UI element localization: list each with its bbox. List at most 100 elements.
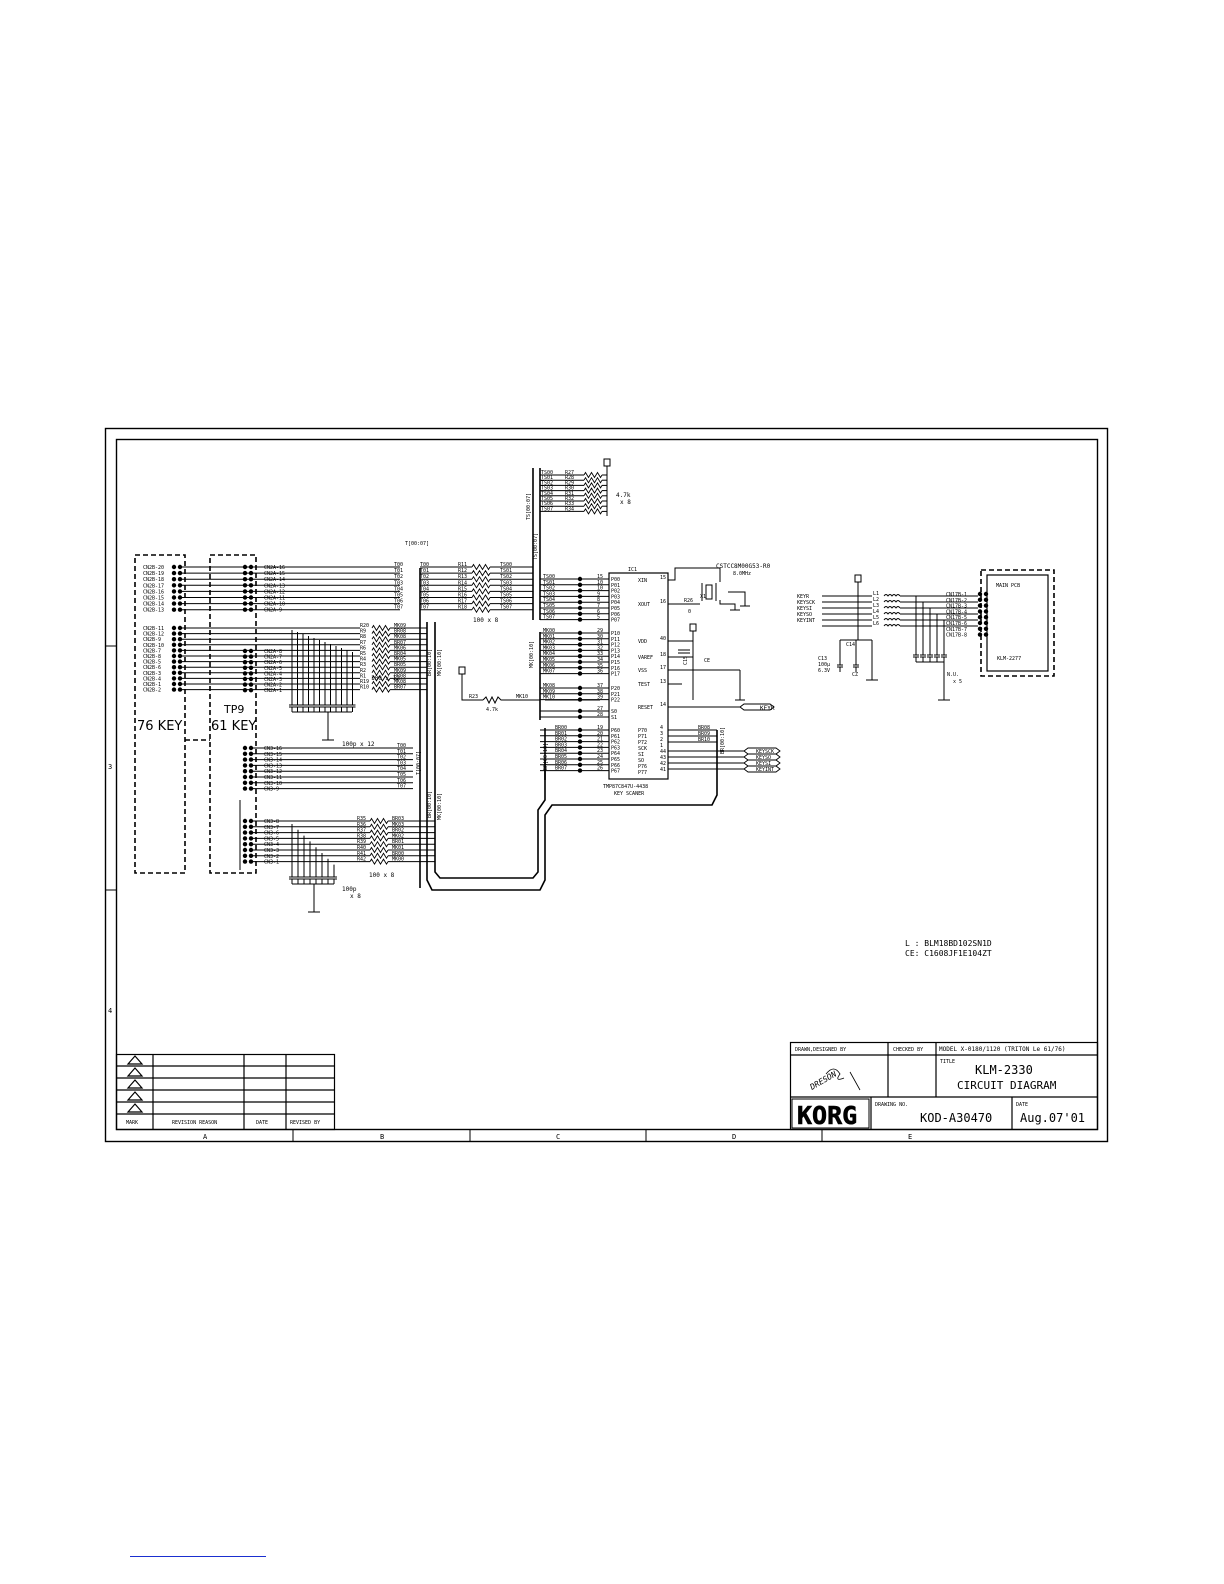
c13-val: 100μ	[818, 662, 830, 668]
cn17b-pin-label: CN17B-3	[946, 604, 967, 610]
ic1-pin-number: 31	[597, 640, 603, 646]
keyboard-76-label: 76 KEY	[137, 719, 182, 734]
model-text: MODEL X-0180/1120 (TRITON Le 61/76)	[939, 1046, 1065, 1053]
ic1-pin-name: P04	[611, 600, 620, 606]
mk-resistor-ref: R2	[360, 668, 366, 674]
t-net-label: T00	[420, 562, 429, 568]
cn3-pin-dot	[242, 830, 248, 835]
ic1-pin-name: P06	[611, 612, 620, 618]
keyr-ic-net: KEYR	[760, 705, 775, 712]
mk-resistor	[371, 669, 391, 677]
tp9-label: TP9	[223, 703, 244, 716]
cn2b-pin-dot	[171, 637, 177, 642]
ic1-name: KEY SCANER	[614, 791, 645, 797]
t-resistor	[471, 588, 491, 595]
cn3-pin-label: CN3-7	[264, 825, 279, 831]
mk-resistor-ref: R3	[360, 662, 366, 668]
mk-resistor-ref: R6	[360, 645, 366, 651]
nu-mult: x 5	[953, 679, 962, 685]
mk-resistor	[371, 658, 391, 665]
cn3-t-label: T01	[397, 749, 406, 755]
ic1-left-dot	[577, 751, 583, 756]
cn2b-pin-label: CN2B-7	[143, 648, 161, 654]
ic1-left-dot	[577, 654, 583, 659]
ic1-pin-name: RESET	[638, 705, 653, 711]
main-pcb-inner	[986, 574, 1049, 672]
cn2b-pin-label: CN2B-16	[143, 589, 164, 595]
ic1-left-dot	[577, 588, 583, 593]
ic1-pin-number: 20	[597, 731, 603, 737]
cn3-pin-label: CN3-13	[264, 763, 282, 769]
cn2a-pin-dot	[242, 648, 248, 654]
mk-resistor	[371, 686, 391, 693]
pullup-resistor	[583, 482, 603, 489]
ic1-left-dot	[577, 611, 583, 616]
ic1-left-dot	[577, 605, 583, 611]
cn3-pin-dot	[242, 818, 248, 824]
ic1-pin-number: 26	[597, 766, 603, 772]
ic1-left-dot	[577, 659, 583, 665]
cn2a-pin-dot	[242, 564, 248, 570]
t-net-label: T02	[394, 574, 403, 580]
ts-net-label: TS03	[500, 580, 512, 586]
ic1-pin-number: 16	[660, 599, 666, 605]
mk-net-label: BR08	[394, 673, 406, 679]
cn3-pin-label: CN3-12	[264, 769, 282, 775]
pullup-value: 4.7k	[616, 492, 631, 499]
ic1-pin-number: 24	[597, 754, 603, 760]
mk-net-label: MK08	[394, 634, 406, 640]
ic1-pin-number: 21	[597, 737, 603, 743]
ic1-pin-name: P07	[611, 618, 620, 624]
t-resistor-ref: R18	[458, 605, 467, 611]
cn2a-pin-dot	[242, 607, 248, 612]
t-resistor-ref: R13	[458, 574, 467, 580]
checked-label: CHECKED BY	[893, 1047, 923, 1053]
low-resistor	[369, 817, 389, 825]
resonator-part: CSTCC8M00G53-R0	[716, 563, 771, 570]
ic1-left-dot	[577, 642, 583, 647]
t-resistor	[471, 600, 491, 607]
ic1-br-net: BR06	[555, 760, 567, 766]
cn2a-pin-label: CN2A-12	[264, 589, 285, 595]
title-label: TITLE	[940, 1059, 955, 1065]
t-net-label: T02	[420, 574, 429, 580]
low-resistor-ref: R39	[357, 839, 366, 845]
mk-resistor	[371, 641, 391, 649]
ic1-left-dot	[577, 636, 583, 641]
cn2b-pin-dot	[171, 570, 177, 576]
cn2b-pin-label: CN2B-2	[143, 688, 161, 694]
ic1-pin-name: P13	[611, 648, 620, 654]
filter-inductor	[883, 618, 901, 621]
mk-bus-label: MK[00:10]	[437, 649, 443, 676]
mk-bus-ic-label: MK[00:10]	[529, 641, 535, 668]
ts-pullup-net: TS05	[541, 496, 553, 502]
cn3-pin-dot	[242, 745, 248, 751]
key-signal-label: KEYINT	[797, 618, 815, 624]
mk-net-label: MK05	[394, 657, 406, 663]
mk-net-label: MK09	[394, 623, 406, 629]
low-resistor-ref: R42	[357, 857, 366, 863]
cn3-pin-dot	[242, 769, 248, 774]
ic1-pin-name: VAREF	[638, 655, 653, 661]
cn2a-pin-dot	[242, 577, 248, 582]
filter-inductor	[883, 606, 901, 609]
low-net-label: BR03	[392, 816, 404, 822]
cn3-t-label: T00	[397, 743, 406, 749]
rev-header-mark: MARK	[126, 1120, 138, 1126]
ic1-left-dot	[577, 762, 583, 767]
ic1-mk-net: MK09	[543, 689, 555, 695]
t-resistor	[471, 581, 491, 589]
cn2b-pin-dot	[171, 631, 177, 636]
t-net-label: T01	[394, 568, 403, 574]
ts-pullup-net: TS04	[541, 491, 553, 497]
keyboard-outlines	[134, 554, 257, 874]
cn17b-pin-label: CN17B-6	[946, 621, 967, 627]
ic1-pin-number: 40	[660, 636, 666, 642]
t-resistor	[471, 569, 491, 577]
t-net-label: T04	[394, 586, 403, 592]
outer-frame	[104, 427, 1109, 1143]
cn3-pin-label: CN3-15	[264, 752, 282, 758]
t-net-label: T05	[420, 593, 429, 599]
mk-net-label: BR07	[394, 685, 406, 691]
ic1-pin-number: 17	[660, 665, 666, 671]
